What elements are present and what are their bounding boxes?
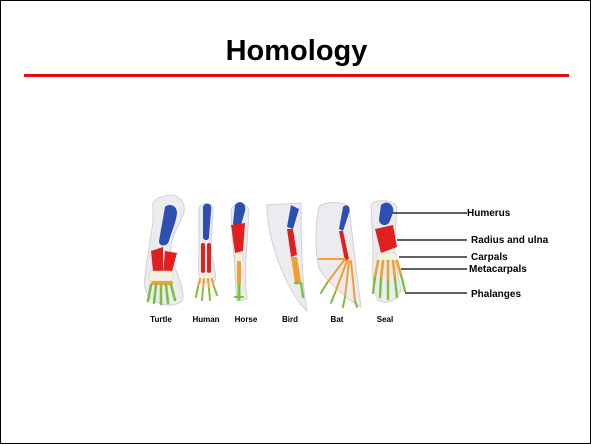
- caption-horse: Horse: [235, 315, 258, 324]
- limb-seal: [371, 201, 405, 302]
- limb-turtle: [145, 195, 185, 305]
- limb-bat: [316, 203, 361, 308]
- caption-bat: Bat: [331, 315, 344, 324]
- leader-lines: [393, 213, 467, 293]
- caption-human: Human: [192, 315, 219, 324]
- caption-turtle: Turtle: [150, 315, 172, 324]
- label-radius-ulna: Radius and ulna: [471, 235, 549, 246]
- label-metacarpals: Metacarpals: [469, 264, 527, 275]
- limb-bird: [267, 203, 307, 311]
- label-phalanges: Phalanges: [471, 289, 521, 300]
- label-carpals: Carpals: [471, 252, 508, 263]
- limb-horse: [231, 202, 249, 301]
- caption-seal: Seal: [377, 315, 393, 324]
- caption-bird: Bird: [282, 315, 298, 324]
- limb-human: [196, 204, 217, 300]
- label-humerus: Humerus: [467, 208, 511, 219]
